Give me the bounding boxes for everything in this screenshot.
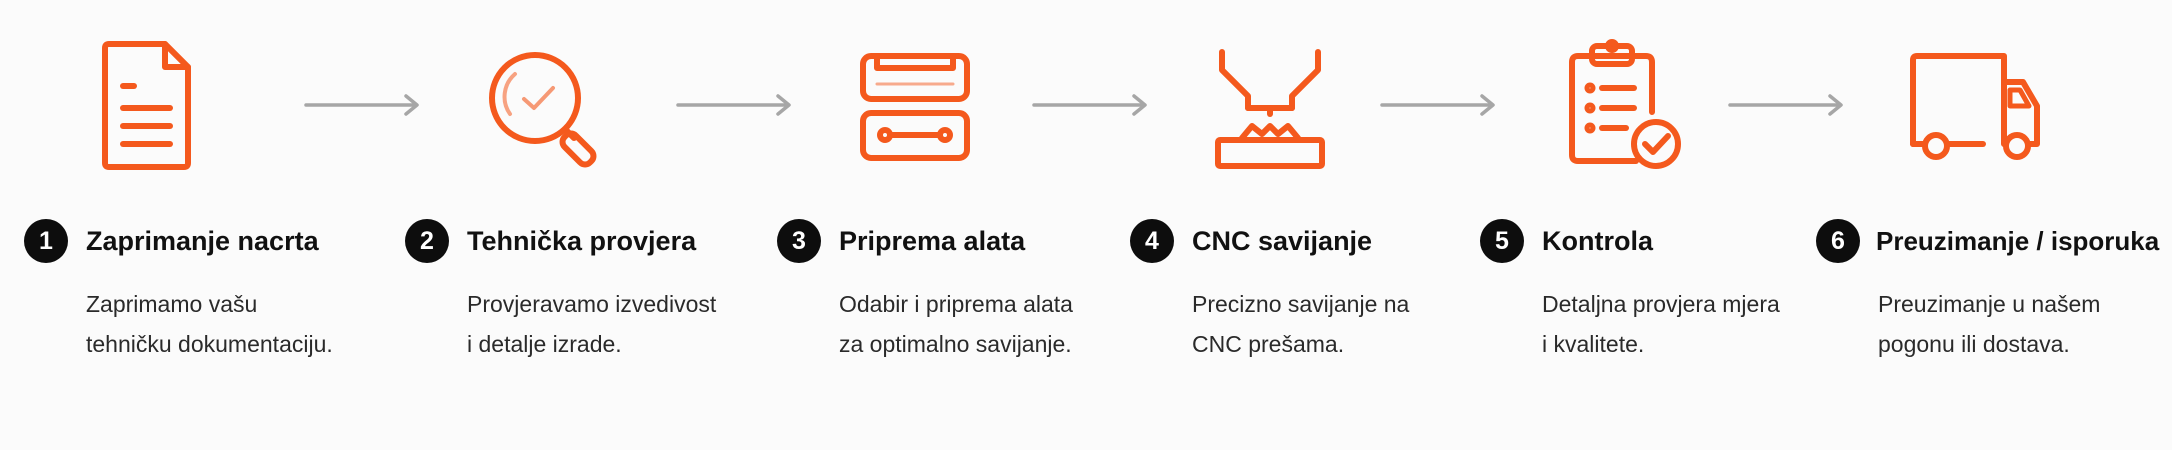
arrow-right-icon [304,94,424,116]
step-number-badge: 3 [777,219,821,263]
arrow-right-icon [676,94,796,116]
step-title: CNC savijanje [1192,225,1373,256]
step-description: Zaprimamo vašu tehničku dokumentaciju. [86,291,333,357]
process-step-1: 1 Zaprimanje nacrta Zaprimamo vašu tehni… [24,218,404,364]
magnifier-check-icon [470,36,610,176]
clipboard-check-icon [1550,36,1690,176]
process-step-3: 3 Priprema alata Odabir i priprema alata… [777,218,1157,364]
step-description: Odabir i priprema alata za optimalno sav… [839,291,1073,357]
process-step-4: 4 CNC savijanje Precizno savijanje na CN… [1130,218,1510,364]
step-title: Kontrola [1542,225,1653,256]
tools-icon [845,36,985,176]
step-title: Priprema alata [839,225,1026,256]
process-icons [0,0,2172,180]
step-number-badge: 5 [1480,219,1524,263]
step-description: Provjeravamo izvedivost i detalje izrade… [467,291,717,357]
arrow-right-icon [1032,94,1152,116]
step-title: Zaprimanje nacrta [86,225,319,256]
step-description: Detaljna provjera mjera i kvalitete. [1542,291,1780,357]
step-title: Preuzimanje / isporuka [1876,225,2160,256]
arrow-right-icon [1380,94,1500,116]
document-icon [76,36,216,176]
press-brake-icon [1200,36,1340,176]
step-description: Preuzimanje u našem pogonu ili dostava. [1878,291,2101,357]
step-description: Precizno savijanje na CNC prešama. [1192,291,1410,357]
process-step-5: 5 Kontrola Detaljna provjera mjera i kva… [1480,218,1860,364]
arrow-right-icon [1728,94,1848,116]
process-step-6: 6 Preuzimanje / isporuka Preuzimanje u n… [1816,218,2166,364]
step-number-badge: 2 [405,219,449,263]
truck-icon [1905,36,2045,176]
step-number-badge: 1 [24,219,68,263]
step-number-badge: 6 [1816,219,1860,263]
step-number-badge: 4 [1130,219,1174,263]
process-step-2: 2 Tehnička provjera Provjeravamo izvediv… [405,218,785,364]
step-title: Tehnička provjera [467,225,697,256]
